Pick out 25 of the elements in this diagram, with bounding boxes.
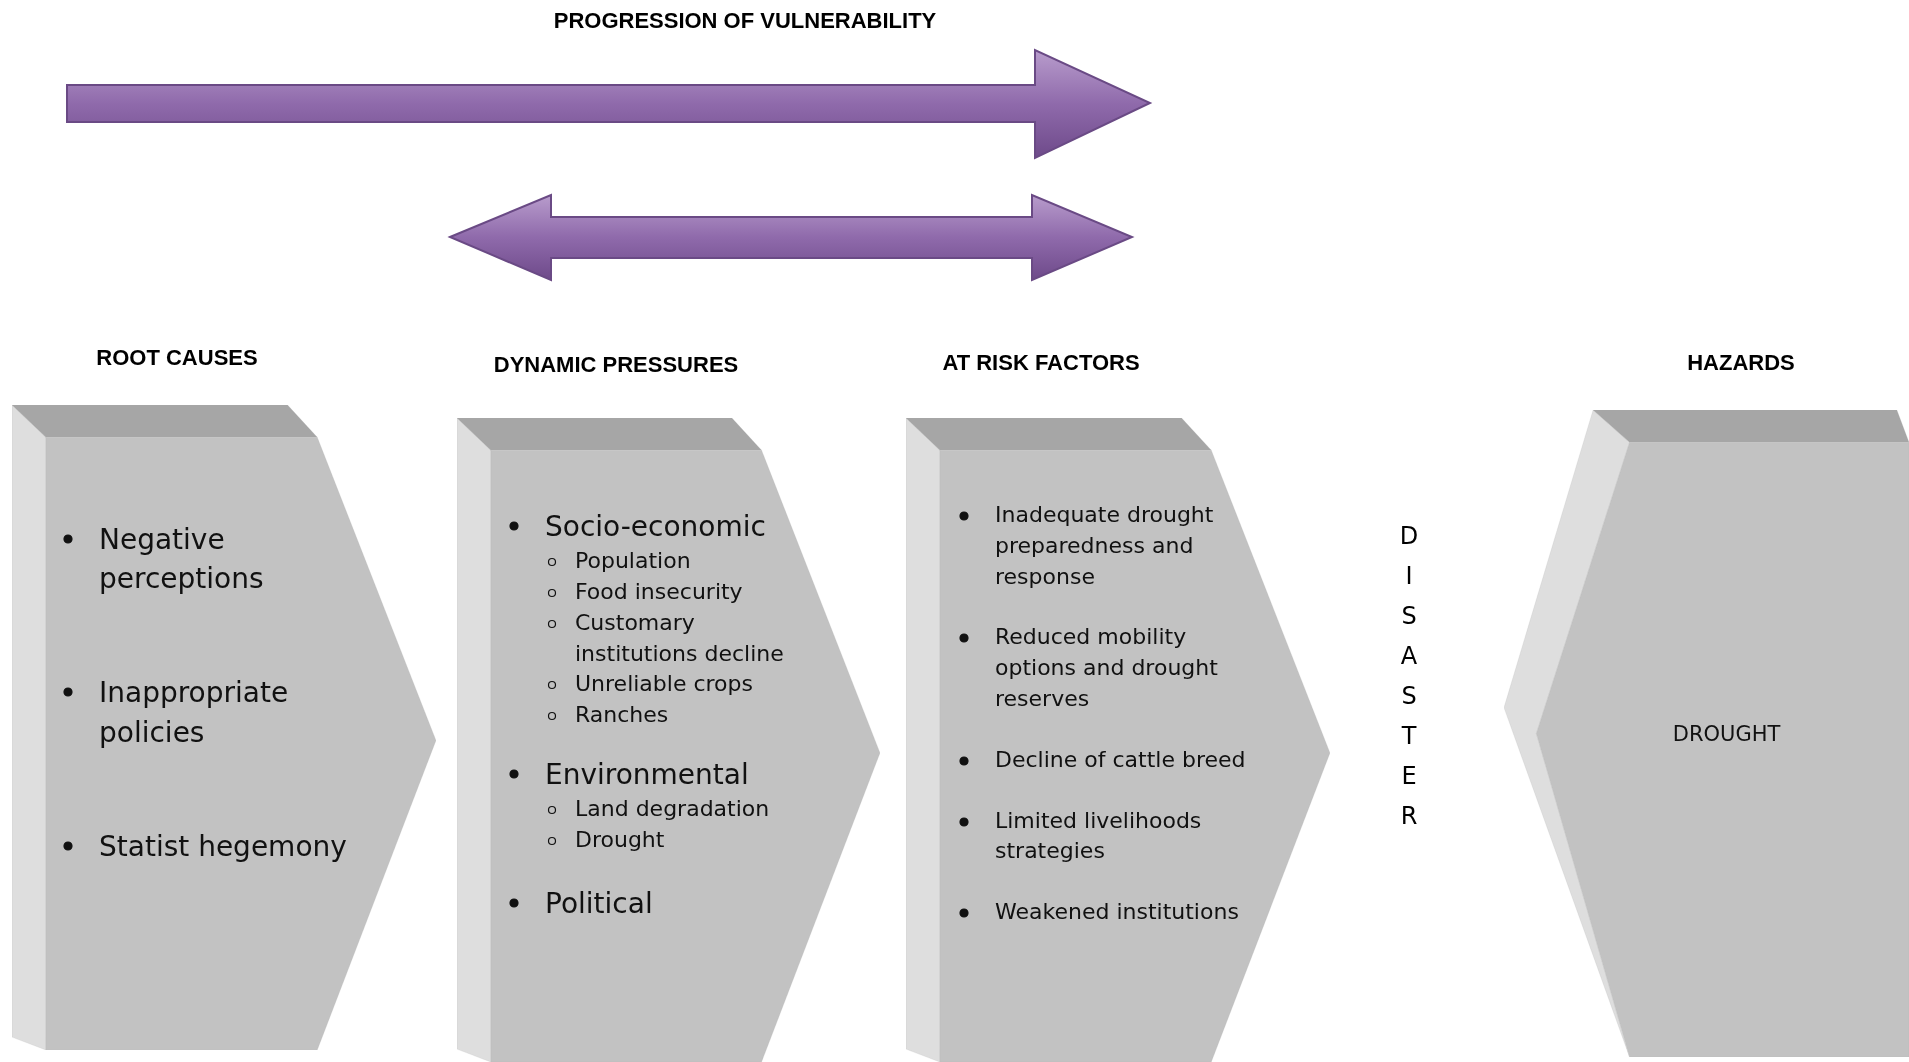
bullet-item: Statist hegemony xyxy=(99,829,347,863)
hazard-text: DROUGHT xyxy=(1671,720,1782,748)
bullet-item: Environmental xyxy=(545,758,749,791)
bullet-item: Reduced mobility options and drought reserves xyxy=(995,624,1218,711)
bullet-item: Inadequate drought preparedness and response xyxy=(995,502,1214,589)
bullet-item: Socio-economic xyxy=(545,510,766,543)
vertical-label: DISASTER xyxy=(1395,522,1423,842)
sub-bullet-item: Unreliable crops xyxy=(575,671,753,697)
bullet-item: Limited livelihoods strategies xyxy=(995,807,1202,864)
sub-bullet-item: Customary institutions decline xyxy=(575,609,784,666)
column-heading: HAZARDS xyxy=(1687,350,1795,376)
sub-bullet-item: Food insecurity xyxy=(575,579,743,604)
sub-bullet-item: Land degradation xyxy=(575,796,770,822)
sub-bullet-item: Population xyxy=(575,548,691,574)
sub-bullet-item: Drought xyxy=(575,827,665,852)
column-heading: DYNAMIC PRESSURES xyxy=(493,352,739,378)
bullet-item: Decline of cattle breed xyxy=(995,746,1246,772)
bullet-item: Political xyxy=(545,886,653,920)
column-heading: ROOT CAUSES xyxy=(96,345,258,371)
sub-bullet-item: Ranches xyxy=(575,702,669,728)
bullet-item: Negative perceptions xyxy=(99,523,264,596)
bullet-item: Weakened institutions xyxy=(995,899,1239,925)
bullet-item: Inappropriate policies xyxy=(99,676,289,749)
column-heading: AT RISK FACTORS xyxy=(942,350,1140,376)
diagram-title: PROGRESSION OF VULNERABILITY xyxy=(552,8,938,34)
